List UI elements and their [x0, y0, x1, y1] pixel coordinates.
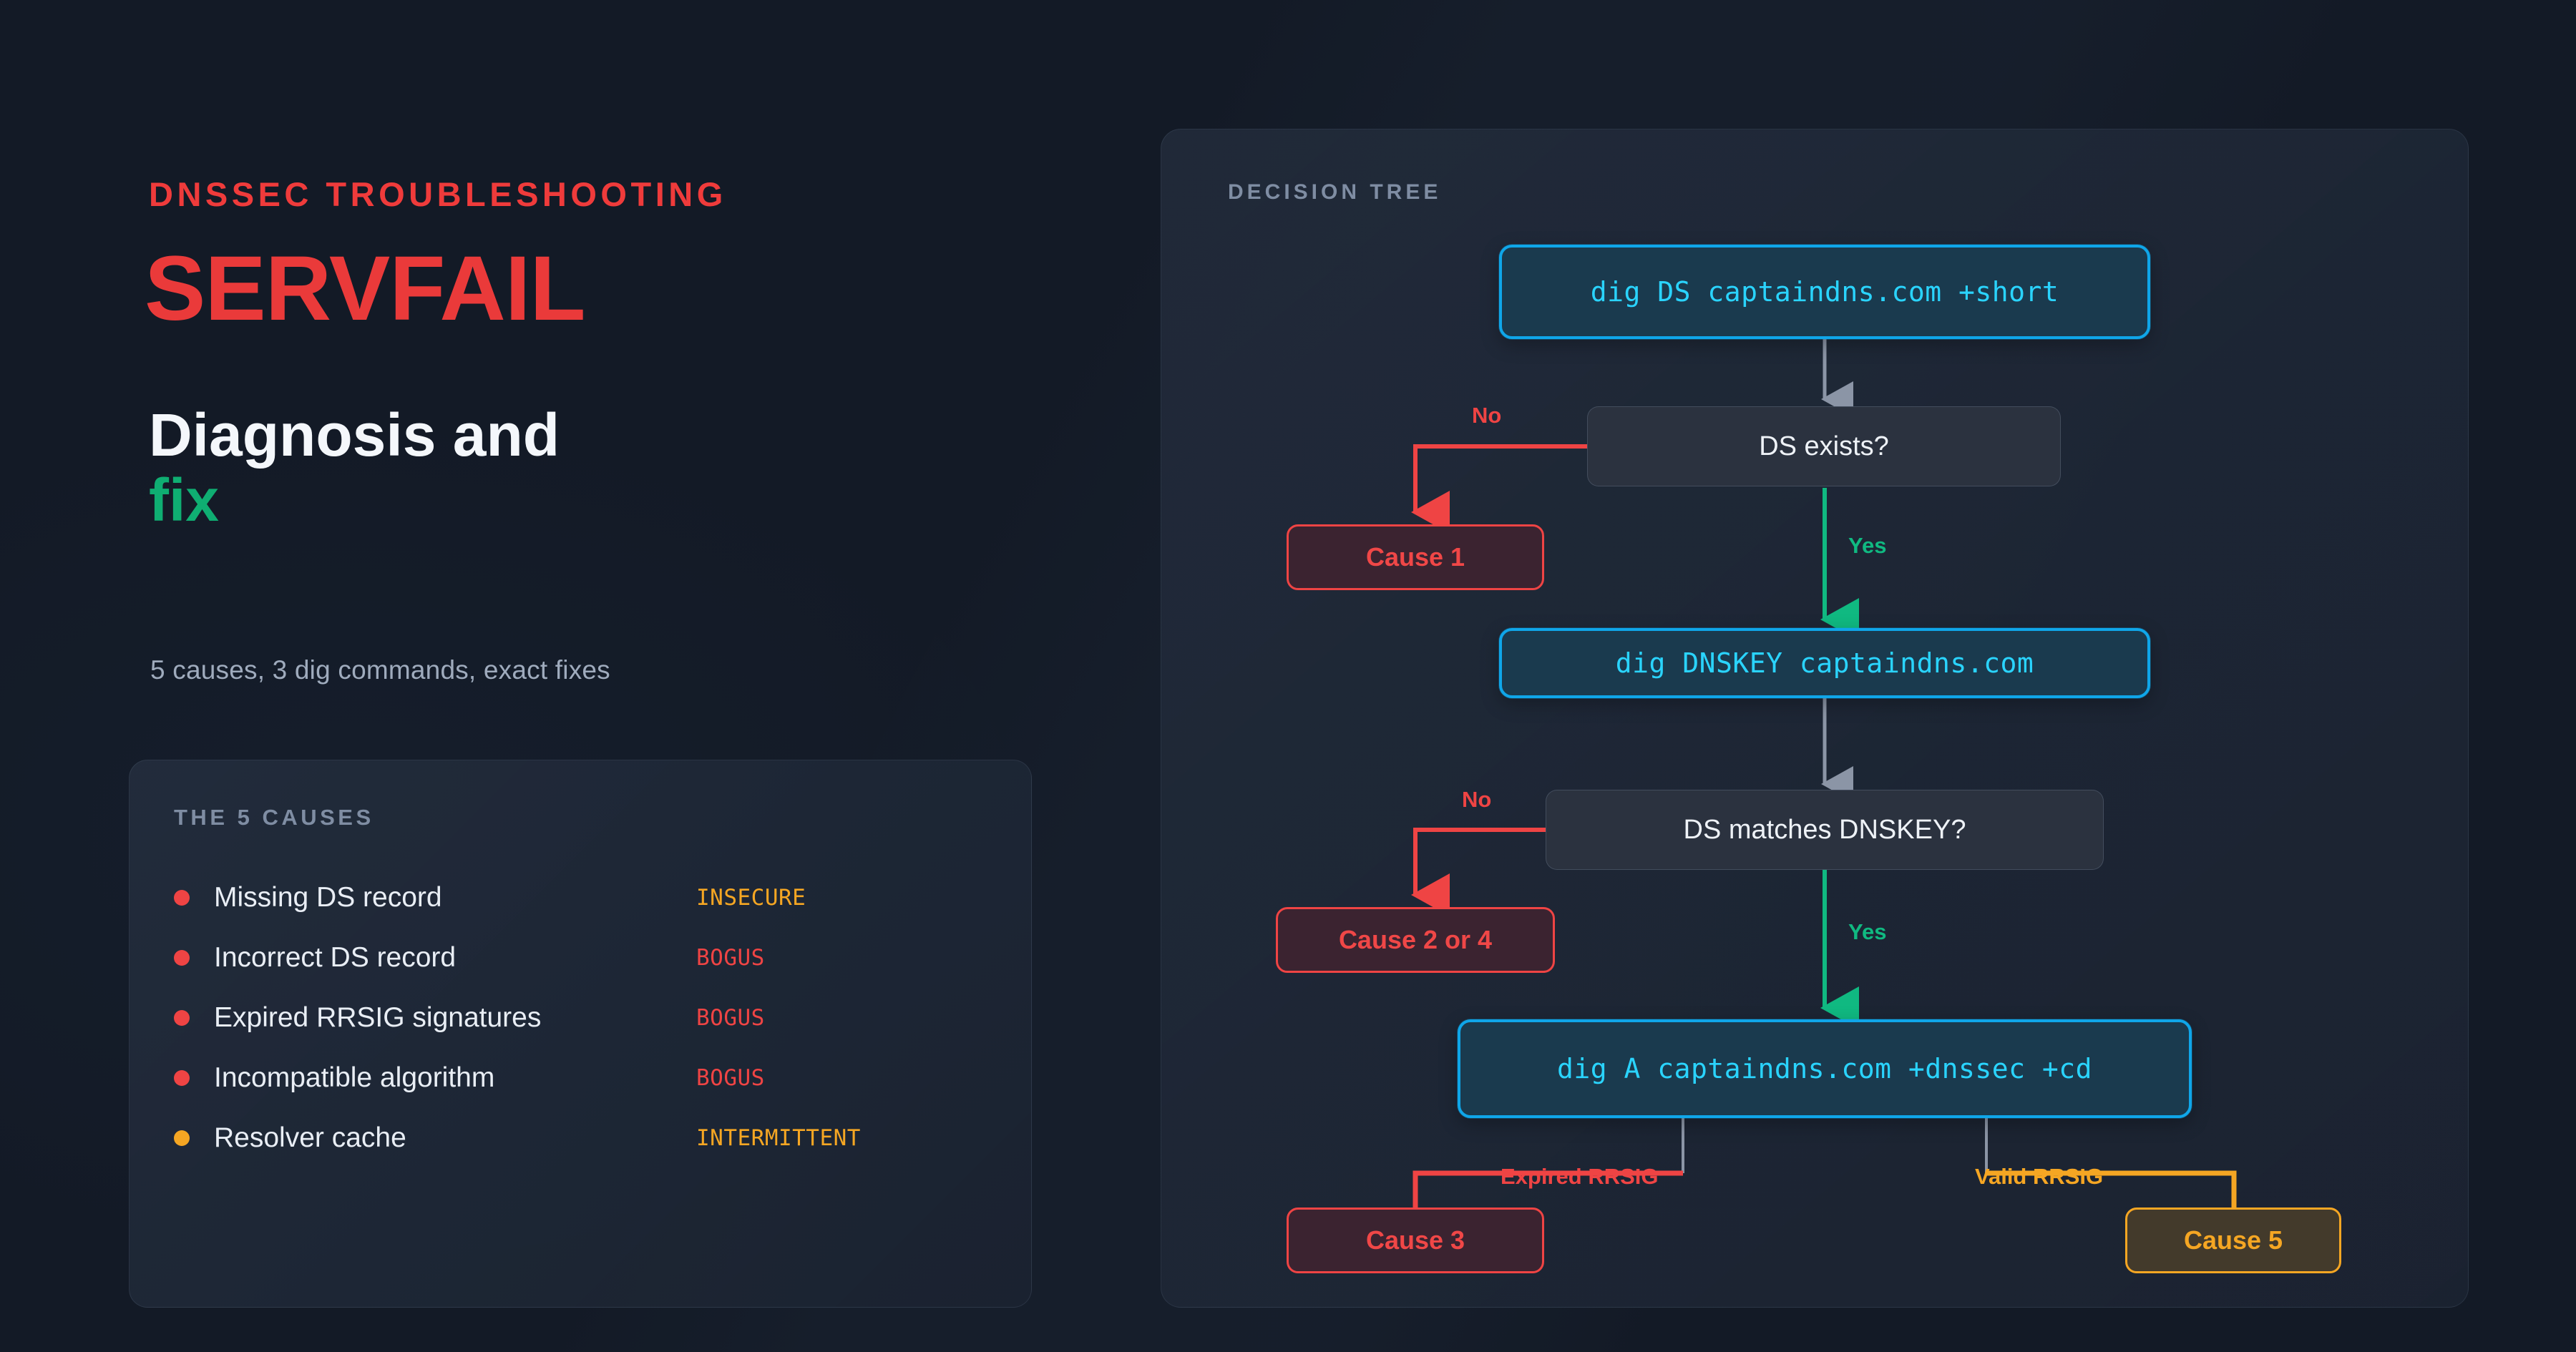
- decision-text: DS matches DNSKEY?: [1683, 814, 1966, 845]
- causes-card-title: THE 5 CAUSES: [174, 805, 374, 830]
- causes-card: THE 5 CAUSES Missing DS record INSECURE …: [129, 760, 1032, 1308]
- command-text: dig DS captaindns.com +short: [1590, 276, 2059, 308]
- decision-ds-matches-dnskey[interactable]: DS matches DNSKEY?: [1546, 790, 2104, 870]
- edge-label-expired-rrsig: Expired RRSIG: [1501, 1164, 1659, 1189]
- status-badge: BOGUS: [696, 1005, 765, 1031]
- status-dot-icon: [174, 1130, 190, 1146]
- list-item: Missing DS record INSECURE: [174, 868, 990, 928]
- edge-label-yes-2: Yes: [1848, 919, 1887, 944]
- cause-label: Missing DS record: [214, 882, 442, 913]
- cause-label: Expired RRSIG signatures: [214, 1002, 542, 1033]
- headline-line-2: fix: [149, 466, 220, 534]
- headline-line-1: Diagnosis and: [149, 401, 560, 469]
- list-item: Expired RRSIG signatures BOGUS: [174, 988, 990, 1048]
- left-column: DNSSEC TROUBLESHOOTING SERVFAIL Diagnosi…: [129, 0, 1093, 1352]
- outcome-text: Cause 3: [1365, 1225, 1465, 1255]
- outcome-cause-2-or-4[interactable]: Cause 2 or 4: [1276, 907, 1555, 973]
- cause-label: Incorrect DS record: [214, 942, 457, 973]
- subtitle: 5 causes, 3 dig commands, exact fixes: [150, 655, 610, 685]
- status-badge: INTERMITTENT: [696, 1125, 861, 1151]
- list-item: Incompatible algorithm BOGUS: [174, 1048, 990, 1108]
- status-dot-icon: [174, 890, 190, 906]
- outcome-cause-3[interactable]: Cause 3: [1287, 1208, 1544, 1273]
- decision-text: DS exists?: [1759, 431, 1889, 461]
- status-dot-icon: [174, 950, 190, 966]
- list-item: Incorrect DS record BOGUS: [174, 928, 990, 988]
- outcome-cause-1[interactable]: Cause 1: [1287, 524, 1544, 590]
- status-dot-icon: [174, 1070, 190, 1086]
- edge-label-valid-rrsig: Valid RRSIG: [1975, 1164, 2104, 1189]
- command-box-dig-ds[interactable]: dig DS captaindns.com +short: [1499, 245, 2150, 339]
- decision-ds-exists[interactable]: DS exists?: [1587, 406, 2061, 486]
- outcome-text: Cause 5: [2183, 1225, 2283, 1255]
- decision-tree-title: DECISION TREE: [1228, 180, 1442, 204]
- edge-label-no-2: No: [1462, 787, 1492, 812]
- status-badge: BOGUS: [696, 1065, 765, 1091]
- command-text: dig DNSKEY captaindns.com: [1615, 647, 2034, 679]
- kicker-label: DNSSEC TROUBLESHOOTING: [149, 175, 727, 213]
- outcome-text: Cause 1: [1365, 542, 1465, 572]
- status-dot-icon: [174, 1010, 190, 1026]
- command-box-dig-dnskey[interactable]: dig DNSKEY captaindns.com: [1499, 628, 2150, 698]
- list-item: Resolver cache INTERMITTENT: [174, 1108, 990, 1168]
- page-headline: Diagnosis and fix: [149, 403, 560, 532]
- status-badge: INSECURE: [696, 885, 806, 911]
- cause-label: Resolver cache: [214, 1122, 406, 1153]
- edge-label-no-1: No: [1472, 403, 1502, 428]
- outcome-text: Cause 2 or 4: [1338, 925, 1493, 954]
- servfail-title: SERVFAIL: [145, 237, 586, 340]
- causes-list: Missing DS record INSECURE Incorrect DS …: [174, 868, 990, 1168]
- edge-label-yes-1: Yes: [1848, 533, 1887, 558]
- outcome-cause-5[interactable]: Cause 5: [2125, 1208, 2341, 1273]
- command-text: dig A captaindns.com +dnssec +cd: [1556, 1053, 2093, 1084]
- cause-label: Incompatible algorithm: [214, 1062, 495, 1093]
- command-box-dig-a[interactable]: dig A captaindns.com +dnssec +cd: [1458, 1019, 2192, 1118]
- status-badge: BOGUS: [696, 945, 765, 971]
